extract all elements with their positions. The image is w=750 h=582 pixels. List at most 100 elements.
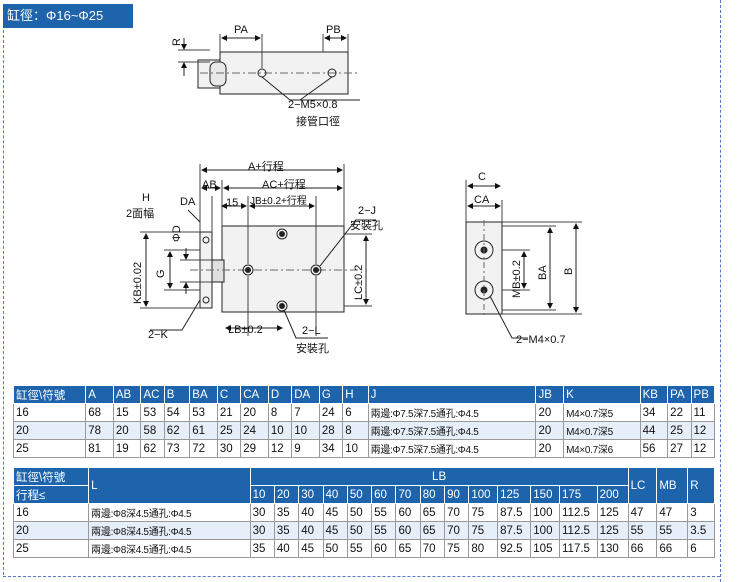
table1-header-cell: AB — [112, 385, 142, 404]
table2-head-l: L — [88, 467, 251, 504]
table1-cell: 73 — [163, 439, 191, 458]
table1-cell: 20 — [535, 421, 565, 440]
table2-cell: 75 — [444, 539, 470, 558]
table2-cell: 55 — [656, 521, 689, 540]
table2-cell: 65 — [395, 539, 421, 558]
table2-cell: 70 — [444, 503, 470, 522]
table1-header-cell: B — [163, 385, 191, 404]
table2-cell: 6 — [687, 539, 715, 558]
table2-cell: 112.5 — [559, 521, 598, 540]
table1-cell: 24 — [318, 403, 344, 422]
table2-stroke-header: 10 — [249, 485, 275, 504]
table2-stroke-header: 80 — [419, 485, 446, 504]
front-view-note-2l-desc: 安裝孔 — [296, 341, 329, 355]
side-view-dim-ca: CA — [474, 194, 490, 206]
table1-header-cell: CA — [240, 385, 269, 404]
table1-header-cell: 缸徑\符號 — [12, 385, 87, 404]
table2-cell: 30 — [249, 521, 275, 540]
front-view-rod — [211, 259, 225, 283]
table1-cell: 20 — [112, 421, 142, 440]
table1-cell: 53 — [140, 403, 165, 422]
table2-head-lc: LC — [627, 467, 658, 504]
table1-cell: 78 — [85, 421, 114, 440]
table1-cell: 68 — [85, 403, 114, 422]
frame-right-border — [720, 0, 721, 582]
technical-drawings: R PA PB 2−M5×0.8 接管口徑 — [126, 24, 582, 355]
table2-stroke-header: 30 — [298, 485, 324, 504]
table1-cell: 兩邊:Φ7.5深7.5通孔:Φ4.5 — [367, 403, 537, 422]
table2-cell: 40 — [298, 503, 324, 522]
table1-cell: 61 — [189, 421, 218, 440]
top-view-dim-pa: PA — [234, 24, 249, 36]
table2-cell: 35 — [249, 539, 275, 558]
table2-cell: 70 — [419, 539, 446, 558]
table1-header-cell: H — [342, 385, 369, 404]
bore-range-header: 缸徑：Φ16~Φ25 — [3, 4, 133, 28]
table2-stroke-header: 90 — [444, 485, 470, 504]
side-view-drawing — [465, 180, 582, 339]
front-view-dim-da: DA — [180, 196, 196, 208]
table1-cell: 81 — [85, 439, 114, 458]
table2-stroke-header: 175 — [559, 485, 598, 504]
table1-cell: 兩邊:Φ7.5深7.5通孔:Φ4.5 — [367, 421, 537, 440]
table1-cell: 27 — [667, 439, 692, 458]
table1-cell: 兩邊:Φ7.5深7.5通孔:Φ4.5 — [367, 439, 537, 458]
top-view-dim-r: R — [171, 38, 183, 46]
table2-cell: 87.5 — [497, 521, 532, 540]
table1-cell: 25 — [216, 421, 242, 440]
table2-stroke-header: 50 — [346, 485, 373, 504]
table2-stroke-header: 40 — [322, 485, 348, 504]
top-view-port-desc: 接管口徑 — [296, 114, 340, 128]
front-view-note-2l: 2−L — [302, 325, 321, 337]
table2-cell: 25 — [12, 539, 90, 558]
front-view-dim-15: 15 — [226, 197, 238, 209]
table2-stroke-header: 125 — [497, 485, 532, 504]
front-view-dim-g: G — [155, 269, 167, 278]
table1-cell: 25 — [12, 439, 87, 458]
table2-cell: 45 — [298, 539, 324, 558]
table2-stroke-header: 20 — [273, 485, 300, 504]
top-view-port-note: 2−M5×0.8 — [288, 99, 338, 111]
front-view-drawing — [140, 164, 376, 339]
table1-header-cell: G — [318, 385, 344, 404]
table1-header-cell: JB — [535, 385, 565, 404]
front-view-hole-left — [242, 264, 254, 276]
table2-cell: 50 — [322, 539, 348, 558]
table1-cell: 10 — [342, 439, 369, 458]
table1-cell: 56 — [639, 439, 669, 458]
table1-cell: 72 — [189, 439, 218, 458]
table2-cell: 66 — [627, 539, 658, 558]
table2-cell: 75 — [468, 503, 499, 522]
table1-cell: 24 — [240, 421, 269, 440]
table2-cell: 70 — [444, 521, 470, 540]
table2-cell: 20 — [12, 521, 90, 540]
table2-cell: 50 — [346, 521, 373, 540]
table1-cell: 8 — [342, 421, 369, 440]
table2-cell: 兩邊:Φ8深4.5通孔:Φ4.5 — [88, 503, 251, 522]
table1-cell: 20 — [12, 421, 87, 440]
front-view-dim-lb: LB±0.2 — [228, 324, 263, 336]
table2-cell: 55 — [371, 503, 397, 522]
frame-bottom-border — [3, 576, 720, 577]
table2-cell: 30 — [249, 503, 275, 522]
table2-head-lb: LB — [249, 467, 629, 486]
top-view-drawing — [178, 34, 360, 101]
table2-cell: 45 — [322, 503, 348, 522]
table1-cell: 12 — [690, 439, 716, 458]
table2-cell: 105 — [530, 539, 561, 558]
table1-cell: M4×0.7深6 — [563, 439, 641, 458]
table1-header-cell: D — [267, 385, 293, 404]
top-view-rod-end — [209, 61, 227, 87]
front-view-plate-hole-1 — [202, 236, 210, 244]
table2-cell: 兩邊:Φ8深4.5通孔:Φ4.5 — [88, 521, 251, 540]
table2-cell: 47 — [627, 503, 658, 522]
table2-stroke-header: 150 — [530, 485, 561, 504]
front-view-plate-hole-2 — [202, 296, 210, 304]
side-view-dim-mb: MB±0.2 — [511, 260, 523, 298]
